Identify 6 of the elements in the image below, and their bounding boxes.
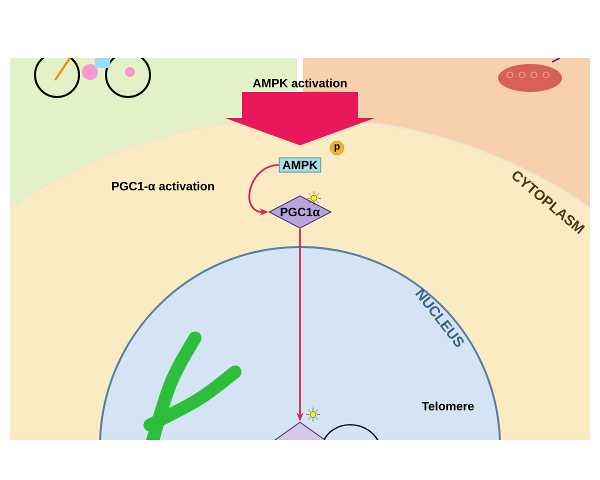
- telomere-label: Telomere: [422, 402, 474, 410]
- phosphate-badge: p: [330, 140, 344, 156]
- edge-label: AMPK activation: [252, 78, 347, 88]
- arrow: [225, 92, 375, 146]
- edge-label: PGC1-α activation: [112, 182, 214, 190]
- protein-box: AMPK: [278, 157, 322, 173]
